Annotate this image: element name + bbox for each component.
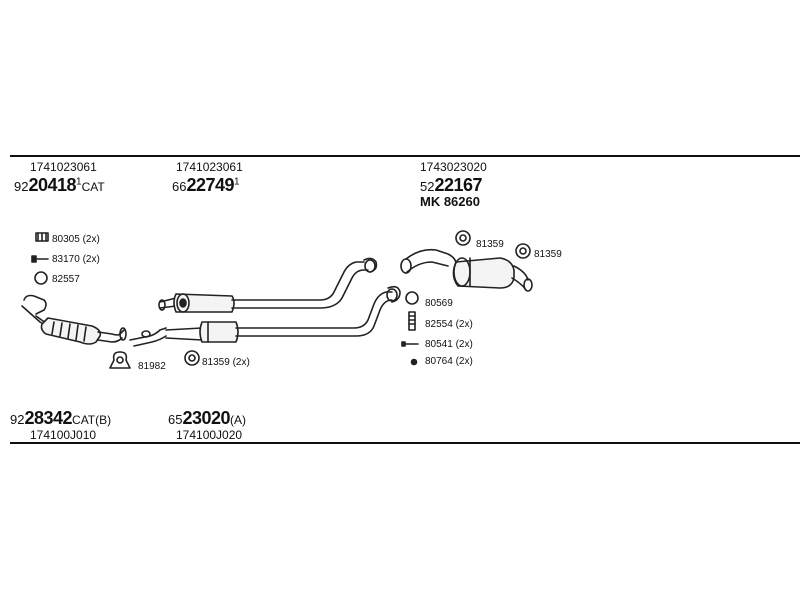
bottom-part-2-main: 23020 [182,408,231,428]
top-part-3-prefix: 52 [420,179,435,194]
top-code-2: 1741023061 [176,160,243,174]
bottom-part-1: 9228342CAT(B) [10,409,111,428]
top-part-1-prefix: 92 [14,179,29,194]
mk-label: MK 86260 [420,194,480,209]
nut-icon [410,358,418,366]
part-label-81359-b: 81359 [534,249,562,260]
part-label-83170: 83170 (2x) [52,254,100,265]
part-label-81359-a: 81359 [476,239,504,250]
rear-muffler [400,248,533,292]
part-label-81982: 81982 [138,361,166,372]
part-label-80305: 80305 (2x) [52,234,100,245]
bottom-rule [10,442,800,444]
top-part-3-main: 22167 [434,175,483,195]
spring-icon [408,311,416,331]
top-rule [10,155,800,157]
bottom-part-1-suffix: CAT(B) [72,413,112,427]
bottom-part-2-suffix: (A) [230,413,247,427]
part-label-81359-2x: 81359 (2x) [202,357,250,368]
bolt-icon [31,255,49,263]
top-part-1-suffix: CAT [81,180,105,194]
ring-icon [34,271,48,285]
part-label-80541: 80541 (2x) [425,339,473,350]
top-part-1-mark: 1 [76,176,82,188]
bottom-part-1-prefix: 92 [10,412,25,427]
top-part-2-mark: 1 [234,176,240,188]
part-label-80569: 80569 [425,298,453,309]
hanger-icon [109,351,131,369]
rubber-mount-icon [455,230,471,246]
bottom-code-1: 174100J010 [30,428,97,442]
top-part-3: 5222167 [420,175,483,195]
bottom-part-1-main: 28342 [24,408,73,428]
top-code-1: 1741023061 [30,160,97,174]
top-part-1-main: 20418 [28,175,77,195]
top-part-2: 66227491 [172,176,240,195]
part-label-82557: 82557 [52,274,80,285]
bottom-part-2: 6523020(A) [168,409,246,428]
top-code-3: 1743023020 [420,160,487,174]
bottom-code-2: 174100J020 [176,428,243,442]
bolt-icon [401,341,419,347]
top-part-2-prefix: 66 [172,179,187,194]
front-catalyst-pipe [21,294,127,345]
rubber-mount-icon [184,350,200,366]
clamp-icon [35,232,49,242]
bottom-part-2-prefix: 65 [168,412,183,427]
top-part-1: 92204181CAT [14,176,105,195]
rubber-mount-icon [515,243,531,259]
ring-icon [405,291,419,305]
middle-pipe-lower [129,285,401,347]
middle-pipe-upper [158,257,378,313]
part-label-80764: 80764 (2x) [425,356,473,367]
part-label-82554: 82554 (2x) [425,319,473,330]
top-part-2-main: 22749 [186,175,235,195]
